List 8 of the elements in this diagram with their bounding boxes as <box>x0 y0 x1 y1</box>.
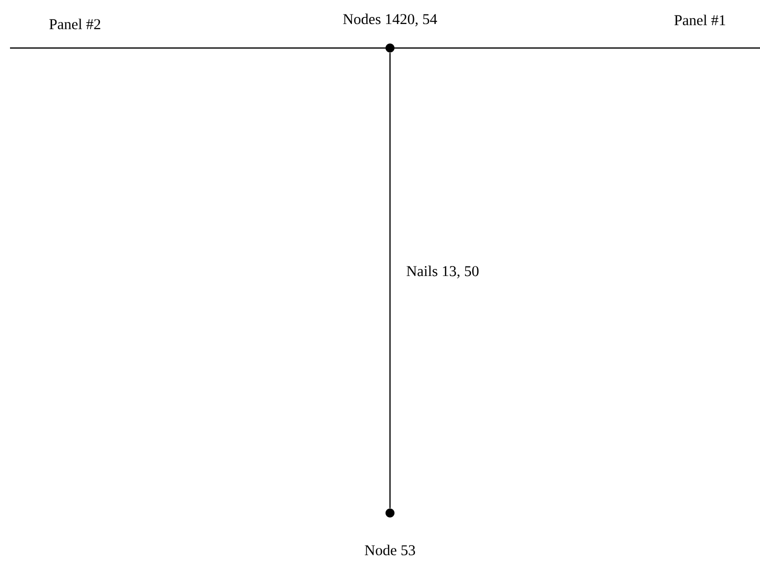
junction-dot <box>386 508 394 518</box>
junction-dot <box>386 44 394 52</box>
panel-label: Panel #1 <box>674 14 726 26</box>
edge-label: Nails 13, 50 <box>405 264 480 280</box>
panel-label: Panel #2 <box>49 18 100 30</box>
node-label: Nodes 1420, 54 <box>343 14 438 26</box>
node-label: Node 53 <box>364 544 416 556</box>
connector-line <box>389 52 391 508</box>
